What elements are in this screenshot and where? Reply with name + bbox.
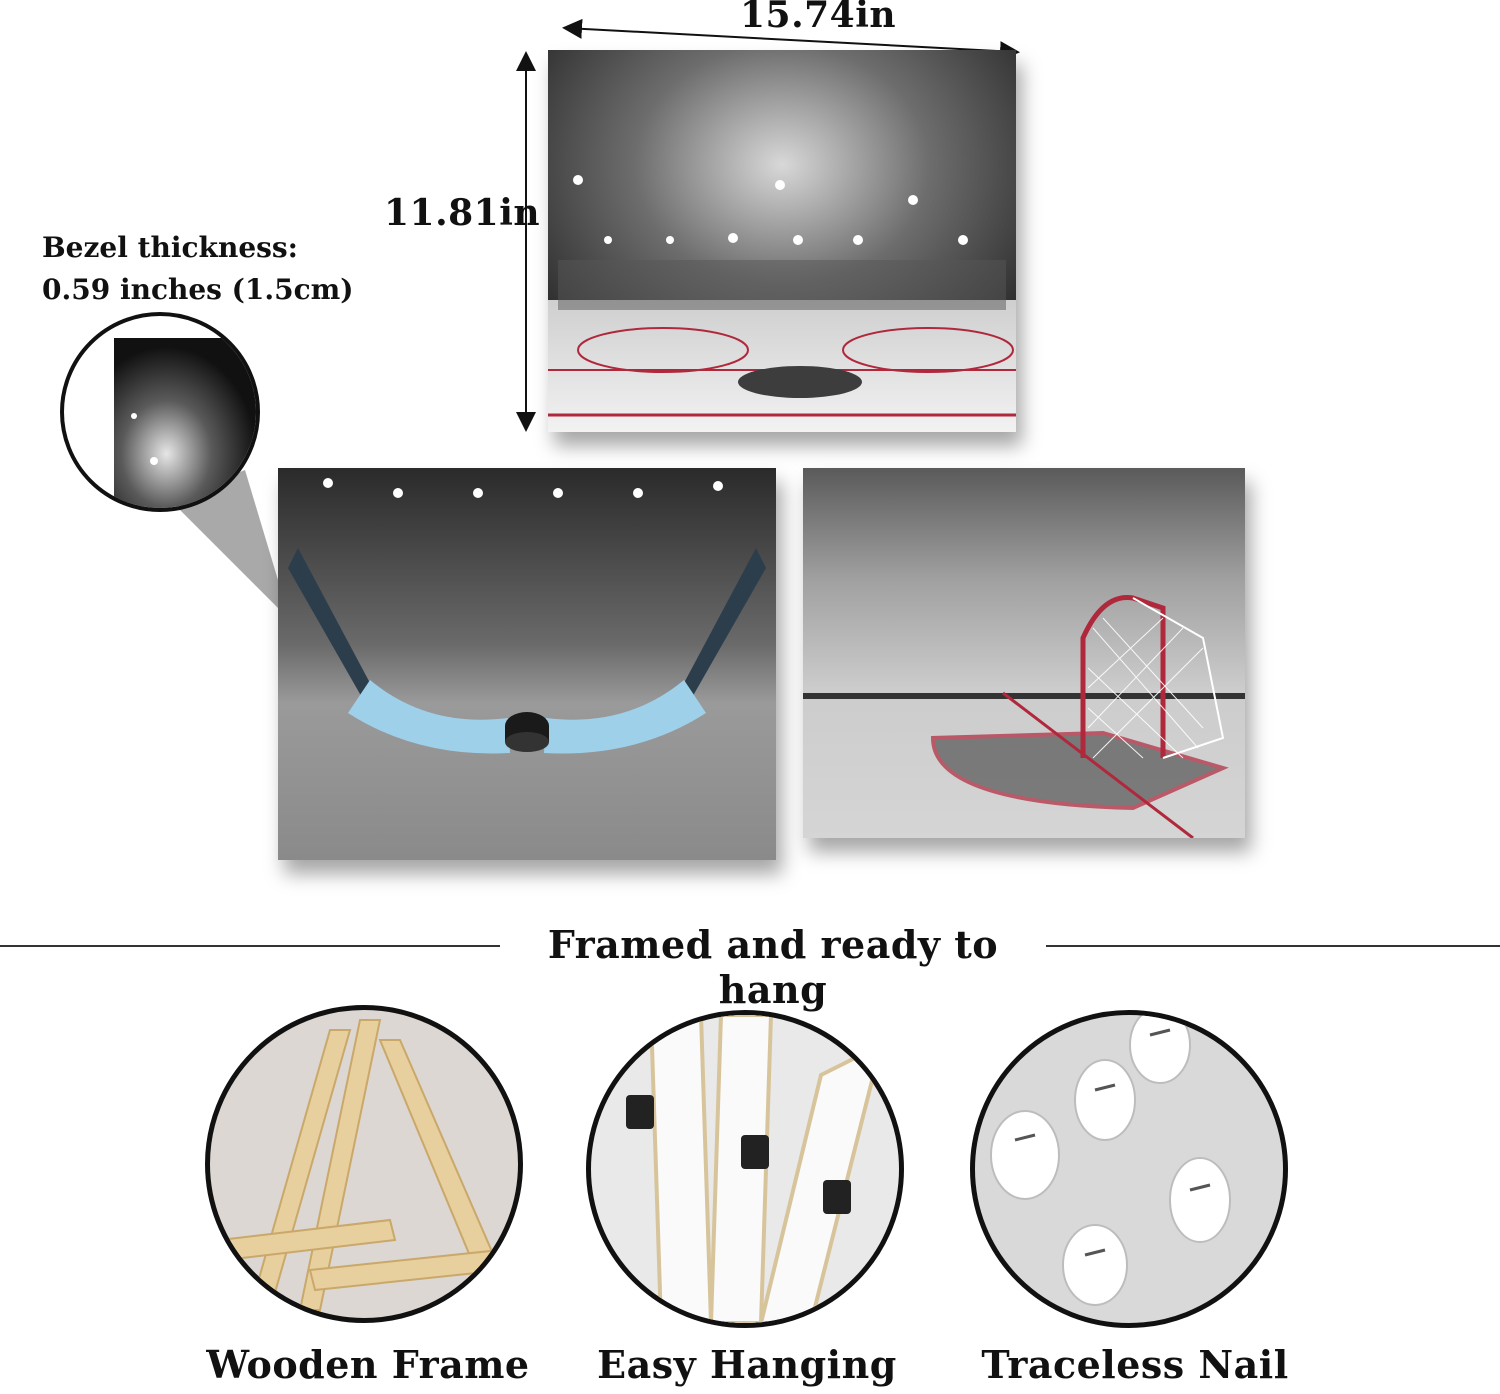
feature-label-traceless-nail: Traceless Nail: [981, 1342, 1289, 1387]
feature-label-easy-hanging: Easy Hanging: [597, 1342, 897, 1387]
bezel-magnifier: [60, 312, 260, 512]
sticks-puck-image: [278, 468, 776, 860]
width-label: 15.74in: [740, 0, 897, 36]
height-label: 11.81in: [384, 192, 541, 234]
section-divider-right: [1030, 945, 1500, 947]
sawtooth-hanger-image: [626, 1015, 885, 1323]
section-divider-left: [0, 945, 520, 947]
canvas-sticks-puck: [278, 468, 776, 860]
wooden-frame-photo: [205, 1005, 523, 1323]
bezel-closeup-image: [114, 338, 256, 508]
plastic-hook-photo: [970, 1010, 1288, 1328]
bezel-line1: Bezel thickness:: [42, 231, 298, 264]
canvas-arena: [548, 50, 1016, 432]
wooden-frame-image: [218, 1019, 507, 1311]
width-arrow: [562, 18, 1020, 62]
dimension-arrows: [516, 18, 1020, 432]
goal-net-image: [803, 468, 1245, 838]
bezel-line2: 0.59 inches (1.5cm): [42, 273, 354, 306]
feature-label-wooden-frame: Wooden Frame: [206, 1342, 530, 1387]
bezel-callout-pointer: [170, 470, 290, 620]
sawtooth-hanger-photo: [586, 1010, 904, 1328]
canvas-goal-net: [803, 468, 1245, 838]
plastic-hook-image: [990, 1015, 1231, 1306]
section-title: Framed and ready to hang: [500, 922, 1046, 1012]
bezel-text: Bezel thickness: 0.59 inches (1.5cm): [42, 227, 354, 311]
arena-image: [548, 50, 1016, 432]
